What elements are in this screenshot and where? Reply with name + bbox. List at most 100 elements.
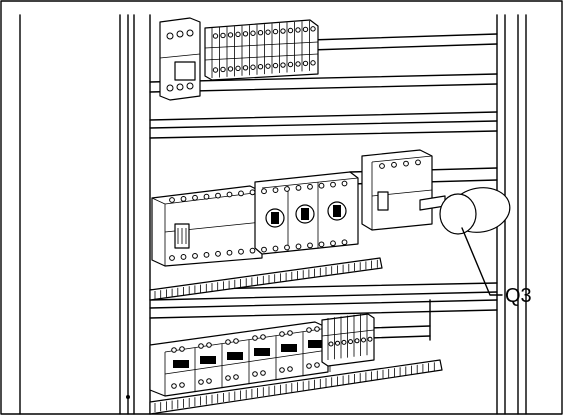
terminal-screw — [206, 378, 212, 384]
terminal-screw — [403, 160, 409, 167]
terminal-screw — [295, 243, 302, 250]
terminal-screw — [257, 30, 264, 36]
terminal-screw — [180, 254, 187, 260]
terminal-screw — [295, 61, 301, 67]
unit-indicator — [227, 352, 243, 360]
terminal-screw — [198, 379, 204, 385]
terminal-screw — [252, 371, 258, 377]
terminal-screw — [391, 161, 397, 168]
terminal-screw — [280, 62, 286, 68]
terminal-screw — [348, 339, 353, 345]
callout-label-q3: Q3 — [505, 285, 532, 307]
terminal-screw — [203, 193, 210, 200]
terminal-screw — [302, 26, 309, 33]
lower-contactor-units — [171, 326, 331, 392]
terminal-screw — [233, 338, 239, 344]
terminal-screw — [171, 383, 177, 389]
main-switch-q3 — [361, 149, 511, 235]
terminal-screw — [330, 181, 336, 188]
terminal-screw — [227, 32, 234, 38]
terminal-screw — [261, 188, 267, 195]
terminal-screw — [257, 64, 264, 70]
terminal-screw — [225, 339, 231, 345]
motor-protection-switches — [254, 171, 359, 255]
terminal-screw — [226, 191, 233, 198]
terminal-screw — [284, 186, 290, 192]
terminal-screw — [220, 66, 226, 73]
terminal-screw — [307, 183, 313, 190]
cabinet-left-post — [19, 14, 151, 415]
terminal-screw — [379, 163, 385, 169]
terminal-screw — [272, 28, 279, 35]
terminal-screw — [260, 334, 266, 340]
terminal-screw — [225, 375, 231, 381]
terminal-screw — [272, 62, 279, 69]
terminal-screw — [265, 63, 271, 69]
terminal-screw — [287, 366, 293, 372]
terminal-screw — [367, 336, 373, 342]
terminal-screw — [179, 382, 185, 388]
terminal-screw — [169, 255, 175, 261]
terminal-screw — [203, 251, 210, 258]
terminal-screw — [310, 60, 316, 66]
top-terminal-row — [211, 20, 316, 78]
terminal-screw — [415, 159, 421, 166]
terminal-screw — [265, 29, 271, 35]
middle-terminal-row — [169, 159, 421, 261]
terminal-screw — [307, 242, 313, 249]
terminal-screw — [192, 194, 198, 201]
terminal-screw — [341, 180, 348, 187]
terminal-screw — [306, 363, 312, 369]
terminal-screw — [215, 192, 221, 199]
terminal-screw — [238, 248, 244, 255]
terminal-screw — [238, 190, 244, 197]
callout-leader-q3 — [461, 227, 503, 296]
terminal-screw — [279, 367, 285, 373]
cable-duct-middle-slots — [154, 259, 378, 299]
terminal-screw — [212, 33, 219, 39]
terminal-screw — [361, 337, 366, 343]
unit-indicator — [254, 348, 270, 356]
terminal-screw — [233, 374, 239, 380]
terminal-screw — [220, 32, 226, 39]
unit-indicator — [200, 356, 216, 364]
terminal-screw — [295, 185, 302, 191]
terminal-screw — [314, 362, 320, 368]
terminal-screw — [330, 240, 336, 247]
terminal-screw — [272, 245, 279, 252]
terminal-screw — [250, 64, 256, 70]
unit-indicator — [281, 344, 297, 352]
terminal-screw — [295, 27, 301, 33]
terminal-screw — [242, 31, 249, 37]
terminal-screw — [227, 66, 234, 72]
cable-duct-lower-slots — [154, 362, 435, 412]
terminal-screw — [198, 343, 204, 349]
terminal-screw — [287, 330, 293, 336]
terminal-screw — [280, 28, 286, 34]
terminal-screw — [250, 30, 256, 36]
terminal-screw — [310, 26, 316, 32]
terminal-screw — [260, 370, 266, 376]
unit-indicator — [173, 360, 189, 368]
terminal-screw — [302, 60, 309, 67]
terminal-screw — [169, 197, 175, 203]
terminal-screw — [341, 339, 347, 345]
terminal-screw — [284, 244, 290, 251]
terminal-screw — [252, 335, 258, 341]
lower-terminal-row — [327, 313, 373, 360]
lower-terminal-strip — [321, 313, 375, 367]
terminal-screw — [179, 346, 185, 352]
terminal-screw — [272, 187, 279, 194]
terminal-screw — [242, 65, 249, 71]
terminal-screw — [192, 253, 198, 259]
terminal-screw — [261, 246, 267, 253]
terminal-screw — [354, 338, 360, 344]
terminal-screw — [318, 241, 325, 248]
terminal-screw — [314, 326, 320, 332]
terminal-screw — [287, 61, 294, 68]
terminal-screw — [235, 31, 241, 38]
unit-indicator — [308, 340, 324, 348]
terminal-screw — [215, 250, 221, 257]
